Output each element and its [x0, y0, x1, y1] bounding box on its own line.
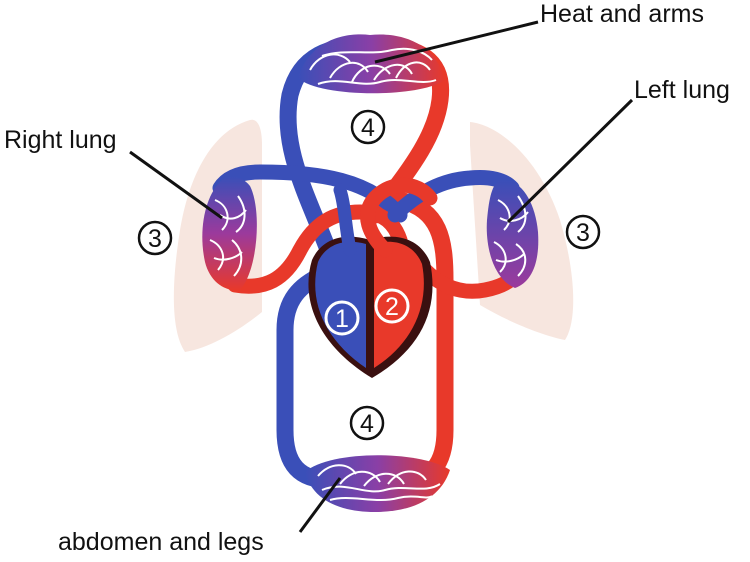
marker-left-side-heart: 2 [374, 288, 410, 324]
heart-left-side [374, 241, 424, 368]
svg-text:3: 3 [148, 225, 162, 253]
marker-upper-loop: 4 [350, 109, 386, 145]
svg-text:4: 4 [360, 410, 374, 438]
vena-cava-top [333, 183, 357, 257]
svg-text:1: 1 [335, 305, 349, 333]
capillary-mesh-head [309, 47, 437, 85]
marker-right-lung: 3 [137, 220, 173, 256]
marker-right-side-heart: 1 [324, 300, 360, 336]
capillary-mesh-left-lung [493, 195, 529, 277]
svg-text:2: 2 [385, 293, 399, 321]
label-abdomen-legs: abdomen and legs [58, 528, 264, 556]
capillary-mesh-right-lung [209, 195, 247, 277]
leader-head-arms [374, 20, 539, 64]
label-head-arms: Heat and arms [540, 0, 704, 28]
leader-right-lung [129, 150, 223, 220]
aorta-arch [360, 177, 438, 258]
svg-text:3: 3 [576, 219, 590, 247]
leader-abdomen-legs [298, 477, 342, 533]
capillary-mesh-lower [317, 464, 441, 501]
marker-lower-loop: 4 [349, 405, 385, 441]
svg-text:4: 4 [361, 114, 375, 142]
leader-left-lung [506, 98, 634, 224]
heart-right-side [315, 241, 366, 368]
label-left-lung: Left lung [634, 76, 730, 104]
marker-left-lung: 3 [565, 214, 601, 250]
pulmonary-vein-right [227, 204, 408, 294]
capillaries-lower-body [305, 455, 450, 512]
label-right-lung: Right lung [4, 126, 117, 154]
